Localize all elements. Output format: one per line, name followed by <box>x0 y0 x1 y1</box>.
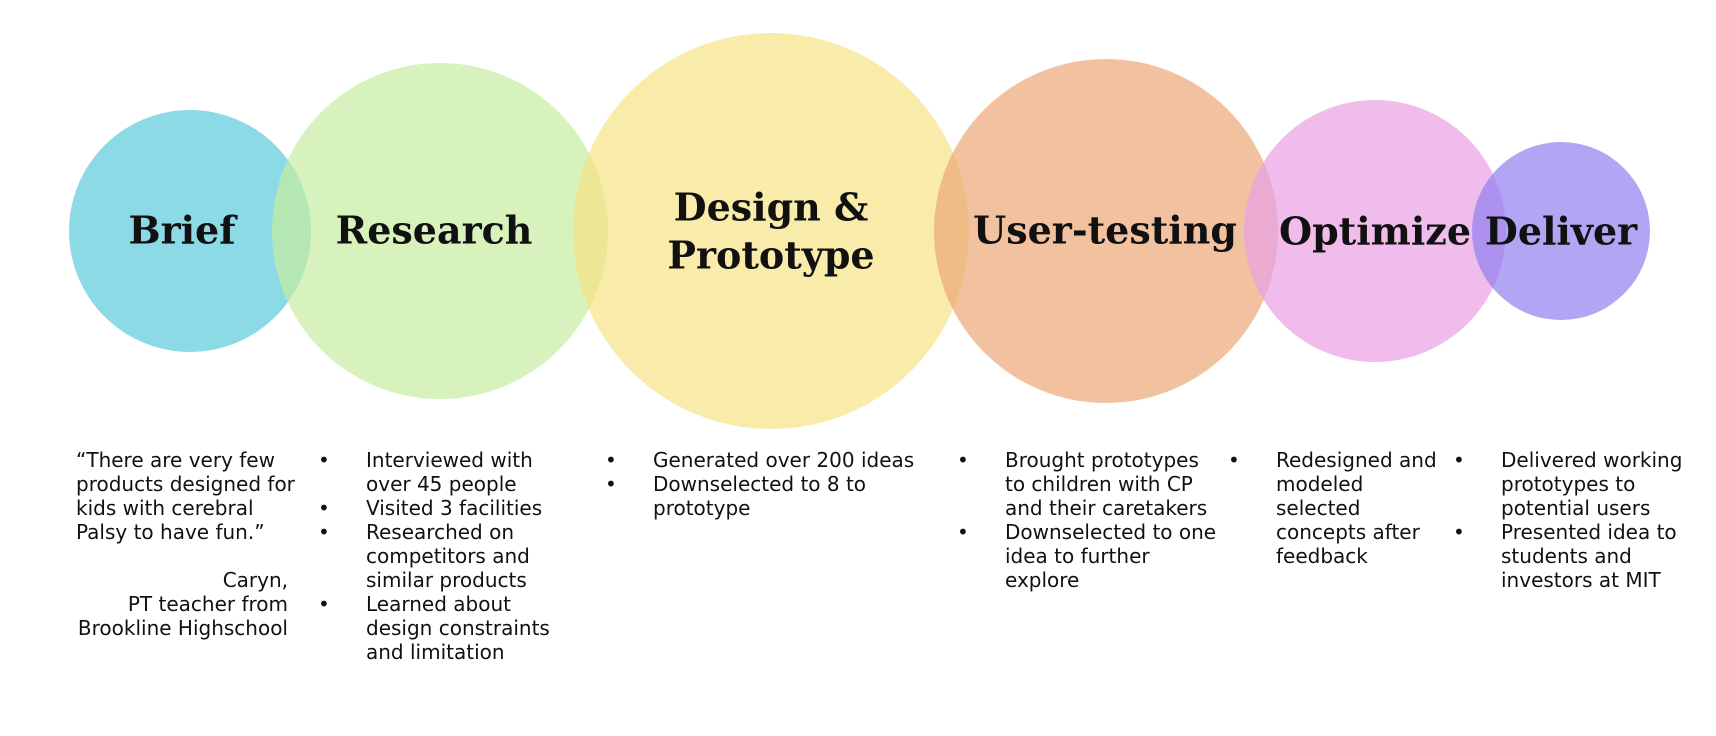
user-testing-bullet-list: Brought prototypes to children with CP a… <box>957 448 1221 592</box>
brief-attribution: Caryn, PT teacher from Brookline Highsch… <box>76 568 288 640</box>
brief-circle <box>69 110 311 352</box>
deliver-details: Delivered working prototypes to potentia… <box>1453 448 1689 592</box>
brief-quote: “There are very few products designed fo… <box>76 448 295 544</box>
deliver-circle <box>1472 142 1650 320</box>
list-item: Downselected to one idea to further expl… <box>957 520 1221 592</box>
optimize-bullet-list: Redesigned and modeled selected concepts… <box>1228 448 1450 568</box>
research-title: Research <box>335 207 533 253</box>
attribution-name: Caryn, <box>222 568 288 592</box>
deliver-bullet-list: Delivered working prototypes to potentia… <box>1453 448 1689 592</box>
design-bullet-list: Generated over 200 ideas Downselected to… <box>605 448 925 520</box>
deliver-title: Deliver <box>1484 208 1638 254</box>
list-item: Researched on competitors and similar pr… <box>318 520 558 592</box>
list-item: Visited 3 facilities <box>318 496 558 520</box>
attribution-school: Brookline Highschool <box>77 616 288 640</box>
design-title-line1: Design & <box>673 184 869 230</box>
attribution-role: PT teacher from <box>127 592 288 616</box>
list-item: Redesigned and modeled selected concepts… <box>1228 448 1450 568</box>
research-bullet-list: Interviewed with over 45 people Visited … <box>318 448 558 664</box>
research-details: Interviewed with over 45 people Visited … <box>318 448 558 664</box>
user-testing-circle <box>934 59 1278 403</box>
list-item: Brought prototypes to children with CP a… <box>957 448 1221 520</box>
brief-title: Brief <box>128 207 236 253</box>
list-item: Delivered working prototypes to potentia… <box>1453 448 1689 520</box>
optimize-details: Redesigned and modeled selected concepts… <box>1228 448 1450 568</box>
user-testing-details: Brought prototypes to children with CP a… <box>957 448 1221 592</box>
design-title-line2: Prototype <box>667 232 875 277</box>
list-item: Generated over 200 ideas <box>605 448 925 472</box>
list-item: Downselected to 8 to prototype <box>605 472 925 520</box>
research-circle <box>272 63 608 399</box>
brief-details: “There are very few products designed fo… <box>76 448 306 640</box>
list-item: Presented idea to students and investors… <box>1453 520 1689 592</box>
design-prototype-title: Design & Prototype <box>667 184 874 279</box>
optimize-title: Optimize <box>1278 208 1472 254</box>
design-details: Generated over 200 ideas Downselected to… <box>605 448 925 520</box>
user-testing-title: User-testing <box>973 207 1237 253</box>
design-prototype-circle <box>573 33 969 429</box>
list-item: Learned about design constraints and lim… <box>318 592 558 664</box>
list-item: Interviewed with over 45 people <box>318 448 558 496</box>
optimize-circle <box>1244 100 1506 362</box>
